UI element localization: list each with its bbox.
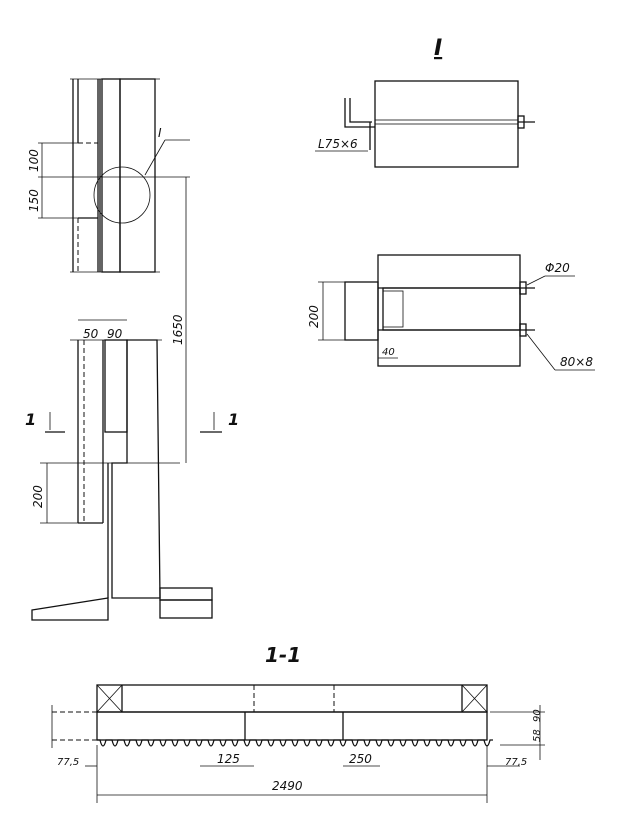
detail-angle-connection	[315, 80, 535, 168]
dim-150: 150	[27, 189, 41, 212]
dim-90-section: 90	[532, 709, 543, 722]
detail-marker: I	[158, 126, 162, 140]
dim-125: 125	[217, 752, 240, 766]
dim-58: 58	[532, 729, 543, 742]
rod-label: Φ20	[545, 261, 570, 275]
dim-100: 100	[27, 149, 41, 172]
detail-plate-connection	[318, 254, 595, 371]
section-mark-left: 1	[25, 410, 36, 429]
upper-wall-section	[38, 78, 190, 273]
dim-40: 40	[382, 347, 395, 358]
dim-77-5-left: 77,5	[57, 757, 79, 768]
dim-77-5-right: 77,5	[505, 757, 527, 768]
detail-title: I	[434, 36, 442, 61]
section-title: 1-1	[265, 643, 301, 667]
dim-50: 50	[83, 327, 99, 341]
dim-250: 250	[349, 752, 372, 766]
plate-label: 80×8	[560, 355, 593, 369]
dim-90: 90	[107, 327, 123, 341]
dim-200-detail: 200	[307, 305, 321, 328]
dim-2490: 2490	[272, 779, 303, 793]
dim-1650: 1650	[171, 314, 185, 345]
angle-label: L75×6	[318, 137, 358, 151]
section-mark-right: 1	[228, 410, 239, 429]
section-1-1	[51, 684, 545, 803]
dim-200-wall: 200	[31, 485, 45, 508]
lower-wall-section	[31, 319, 222, 621]
